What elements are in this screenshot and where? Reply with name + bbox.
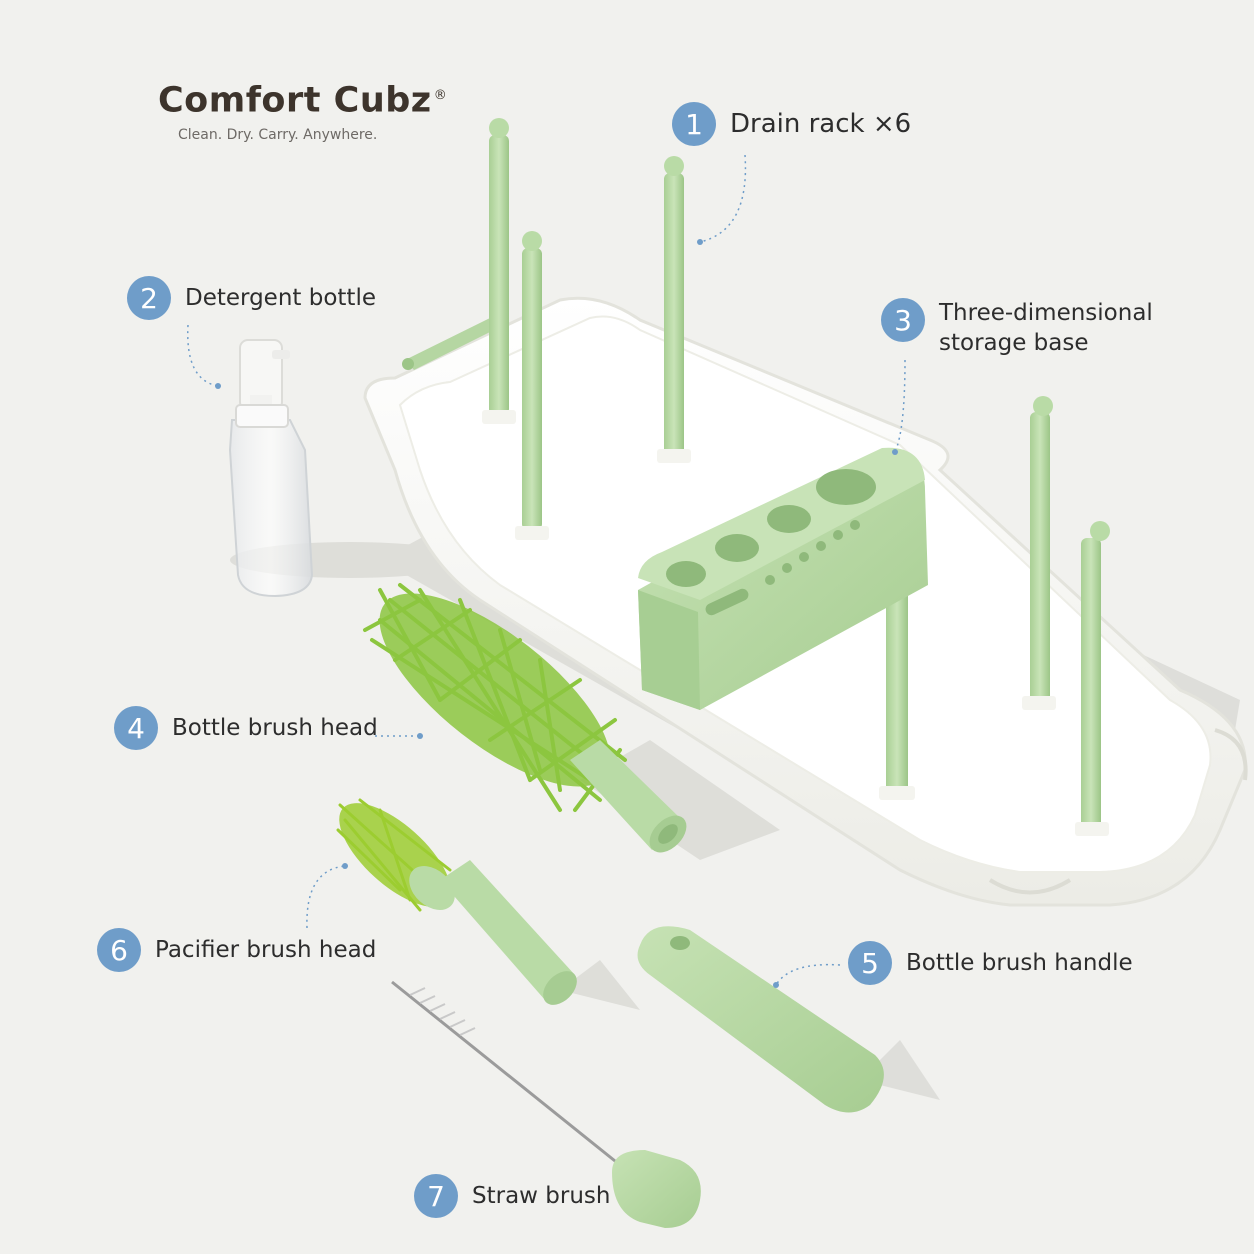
callout-label: Pacifier brush head xyxy=(155,937,377,963)
storage-block xyxy=(638,447,928,710)
straw-brush xyxy=(391,980,701,1228)
leader-lines xyxy=(187,154,906,986)
callout-bottle-brush-head: 4 Bottle brush head xyxy=(114,706,378,750)
callout-number-badge: 6 xyxy=(97,928,141,972)
brand-logo: Comfort Cubz® xyxy=(158,74,447,123)
brand-block: Comfort Cubz® Clean. Dry. Carry. Anywher… xyxy=(158,74,447,143)
callout-label-line-2: storage base xyxy=(939,330,1089,356)
callout-pacifier-brush-head: 6 Pacifier brush head xyxy=(97,928,376,972)
detergent-bottle xyxy=(228,339,314,598)
callout-label-line-1: Three-dimensional xyxy=(939,300,1153,326)
bottle-brush-handle xyxy=(637,926,884,1113)
drain-rack-poles xyxy=(482,118,1110,836)
callout-label: Bottle brush head xyxy=(172,715,378,741)
callout-label: Drain rack ×6 xyxy=(730,109,912,139)
brand-name: Comfort Cubz xyxy=(158,80,432,121)
callout-storage-base: 3 Three-dimensional storage base xyxy=(881,298,1153,358)
registered-mark: ® xyxy=(433,88,448,103)
callout-number-badge: 5 xyxy=(848,941,892,985)
callout-number-badge: 1 xyxy=(672,102,716,146)
callout-label: Bottle brush handle xyxy=(906,950,1133,976)
leader-dots xyxy=(215,239,898,988)
callout-label: Detergent bottle xyxy=(185,285,376,311)
brand-tagline: Clean. Dry. Carry. Anywhere. xyxy=(178,126,378,143)
callout-number-badge: 2 xyxy=(127,276,171,320)
pacifier-brush-head xyxy=(336,798,577,1005)
callout-detergent-bottle: 2 Detergent bottle xyxy=(127,276,376,320)
callout-bottle-brush-handle: 5 Bottle brush handle xyxy=(848,941,1133,985)
callout-number-badge: 4 xyxy=(114,706,158,750)
callout-label: Straw brush xyxy=(472,1183,611,1209)
bottle-brush-head xyxy=(363,583,687,853)
callout-drain-rack: 1 Drain rack ×6 xyxy=(672,102,911,146)
callout-label: Three-dimensional storage base xyxy=(939,298,1153,358)
callout-number-badge: 3 xyxy=(881,298,925,342)
callout-straw-brush: 7 Straw brush xyxy=(414,1174,610,1218)
callout-number-badge: 7 xyxy=(414,1174,458,1218)
